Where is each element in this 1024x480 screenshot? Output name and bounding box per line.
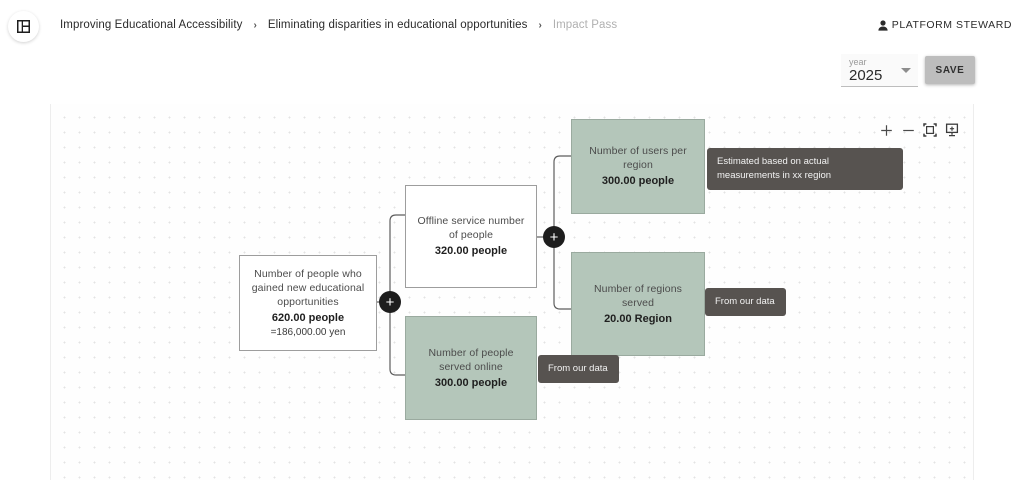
node-subvalue: =186,000.00 yen bbox=[270, 326, 346, 338]
breadcrumb-item-3: Impact Pass bbox=[552, 19, 618, 31]
connector-wires bbox=[377, 155, 572, 376]
node-regions-served[interactable]: Number of regions served 20.00 Region bbox=[571, 252, 705, 356]
save-button[interactable]: SAVE bbox=[925, 56, 975, 84]
flow-canvas[interactable]: + + Number of people who gained new educ… bbox=[50, 104, 974, 480]
node-title: Offline service number of people bbox=[417, 215, 525, 241]
user-name-label: PLATFORM STEWARD bbox=[891, 19, 1012, 31]
tooltip-people-served-online: From our data bbox=[538, 355, 619, 383]
app-logo-button[interactable] bbox=[8, 11, 39, 42]
zoom-out-icon[interactable] bbox=[898, 120, 918, 140]
add-connector-left[interactable]: + bbox=[379, 291, 401, 313]
breadcrumb-separator-icon: › bbox=[253, 19, 257, 31]
node-users-per-region[interactable]: Number of users per region 300.00 people bbox=[571, 119, 705, 214]
canvas-toolbar bbox=[871, 116, 967, 144]
node-people-gained-opportunities[interactable]: Number of people who gained new educatio… bbox=[239, 255, 377, 351]
breadcrumb-separator-icon: › bbox=[538, 19, 542, 31]
add-connector-right[interactable]: + bbox=[543, 226, 565, 248]
tooltip-users-per-region: Estimated based on actual measurements i… bbox=[707, 148, 903, 190]
tooltip-regions-served: From our data bbox=[705, 288, 786, 316]
node-value: 620.00 people bbox=[271, 311, 345, 324]
person-icon bbox=[878, 19, 888, 31]
node-title: Number of regions served bbox=[593, 282, 683, 309]
fit-to-screen-icon[interactable] bbox=[920, 120, 940, 140]
dashboard-grid-icon bbox=[17, 20, 30, 33]
node-value: 320.00 people bbox=[434, 245, 508, 257]
year-select-value: 2025 bbox=[849, 67, 883, 84]
node-value: 300.00 people bbox=[601, 175, 675, 187]
node-offline-service-people[interactable]: Offline service number of people 320.00 … bbox=[405, 185, 537, 288]
zoom-in-icon[interactable] bbox=[876, 120, 896, 140]
breadcrumb: Improving Educational Accessibility › El… bbox=[60, 19, 617, 31]
year-select-label: year bbox=[849, 57, 867, 67]
top-bar: Improving Educational Accessibility › El… bbox=[0, 0, 1024, 52]
year-select[interactable]: year 2025 bbox=[841, 54, 918, 87]
node-people-served-online[interactable]: Number of people served online 300.00 pe… bbox=[405, 316, 537, 420]
breadcrumb-item-1[interactable]: Improving Educational Accessibility bbox=[60, 19, 243, 31]
export-screen-icon[interactable] bbox=[942, 120, 962, 140]
chevron-down-icon[interactable] bbox=[901, 68, 911, 73]
breadcrumb-item-2[interactable]: Eliminating disparities in educational o… bbox=[267, 19, 528, 31]
node-title: Number of users per region bbox=[589, 145, 687, 171]
node-title: Number of people served online bbox=[428, 346, 514, 373]
node-value: 20.00 Region bbox=[604, 312, 672, 325]
node-value: 300.00 people bbox=[434, 376, 508, 389]
user-menu[interactable]: PLATFORM STEWARD bbox=[878, 19, 1012, 31]
node-title: Number of people who gained new educatio… bbox=[251, 267, 365, 308]
